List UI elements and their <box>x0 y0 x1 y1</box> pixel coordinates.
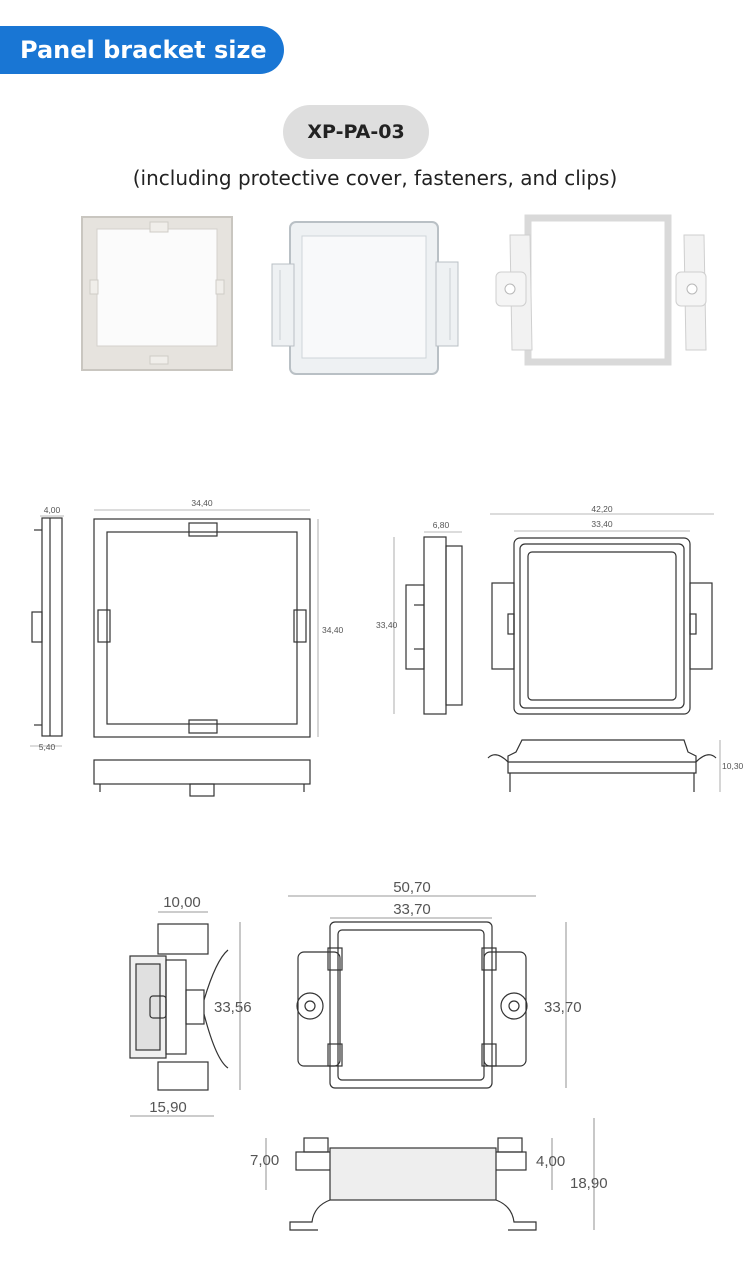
photo-bracket-with-clips <box>495 214 707 366</box>
dim-1-side-top: 4,00 <box>44 505 61 515</box>
drawing-3-dimensions <box>130 895 595 1230</box>
model-badge: XP-PA-03 <box>283 105 429 159</box>
photo-transparent-cover <box>271 221 459 375</box>
photo-white-bracket <box>81 216 233 371</box>
dim-3-bottom-right: 4,00 <box>536 1153 565 1170</box>
dim-1-width: 34,40 <box>191 498 213 508</box>
drawing-3 <box>129 921 537 1231</box>
drawing-2-dimensions <box>393 513 721 792</box>
dim-1-height: 34,40 <box>322 625 344 635</box>
product-subtitle: (including protective cover, fasteners, … <box>132 166 618 190</box>
section-title-banner: Panel bracket size <box>0 26 284 74</box>
dim-2-bottom-height: 10,30 <box>722 761 744 771</box>
dim-2-side-top: 6,80 <box>433 520 450 530</box>
dim-1-side-bottom: 5,40 <box>39 742 56 752</box>
dim-3-bottom-height: 18,90 <box>570 1175 608 1192</box>
dim-2-outer-width: 42,20 <box>591 504 613 514</box>
dim-3-front-height: 33,70 <box>544 999 582 1016</box>
model-name: XP-PA-03 <box>307 121 405 143</box>
dim-3-side-height: 33,56 <box>214 999 252 1016</box>
dim-2-side-height: 33,40 <box>376 620 398 630</box>
dim-3-side-bottom: 15,90 <box>149 1099 187 1116</box>
dim-3-side-top: 10,00 <box>163 894 201 911</box>
section-title: Panel bracket size <box>20 36 267 64</box>
drawing-1 <box>31 517 311 797</box>
dim-3-inner-width: 33,70 <box>393 901 431 918</box>
drawing-1-dimensions <box>30 509 319 747</box>
dim-3-outer-width: 50,70 <box>393 879 431 896</box>
drawing-2 <box>405 536 717 792</box>
dim-2-inner-width: 33,40 <box>591 519 613 529</box>
dim-3-bottom-left: 7,00 <box>250 1152 279 1169</box>
